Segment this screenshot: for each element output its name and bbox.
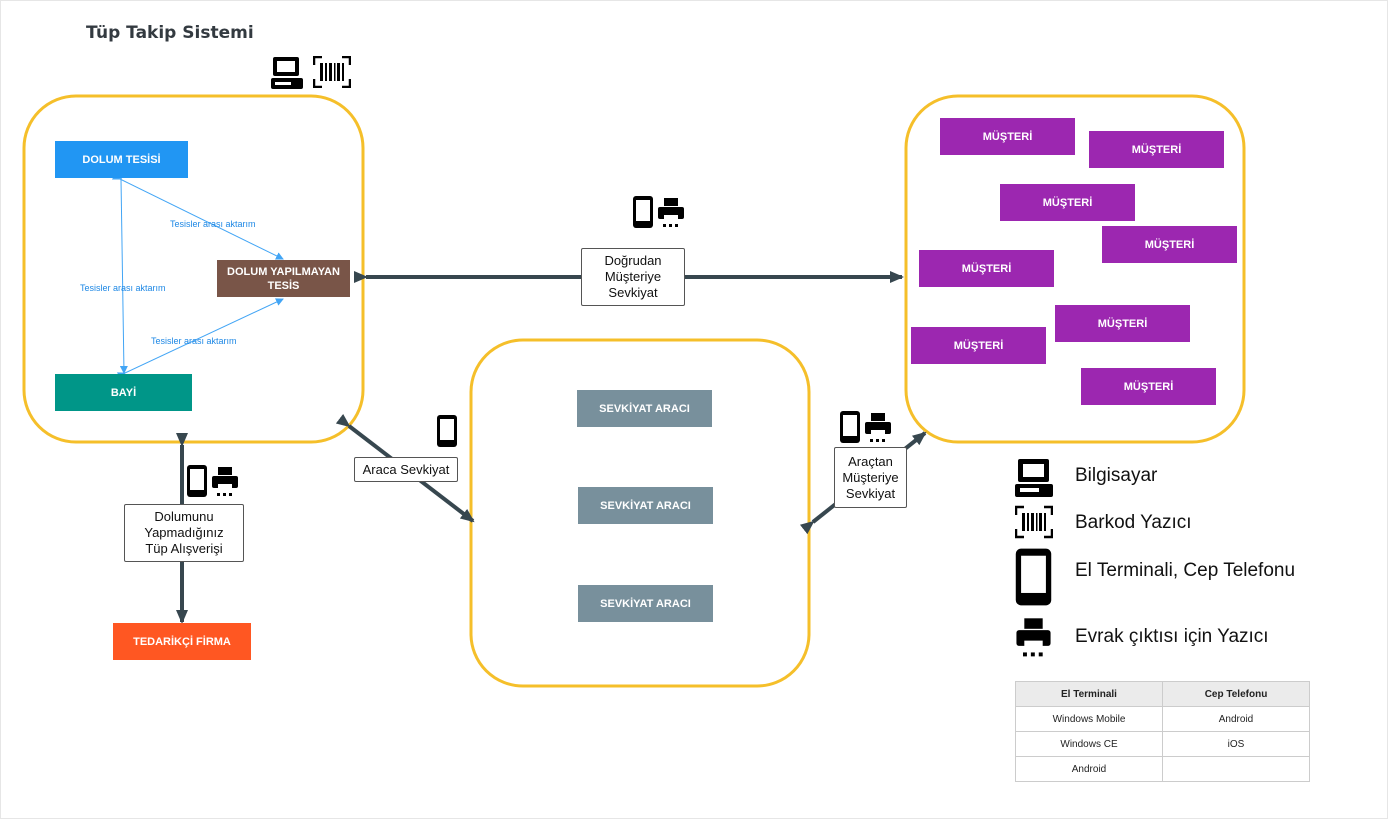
node-musteri[interactable]: MÜŞTERİ	[1000, 184, 1135, 221]
table-row: Android	[1015, 756, 1310, 782]
table-header: El Terminali	[1015, 681, 1163, 707]
table-header: Cep Telefonu	[1162, 681, 1310, 707]
legend-terminal-label: El Terminali, Cep Telefonu	[1075, 560, 1296, 581]
printer-icon	[212, 467, 238, 496]
node-bayi[interactable]: BAYİ	[55, 374, 192, 411]
customer-group	[904, 94, 1246, 444]
legend-printer-label: Evrak çıktısı için Yazıcı	[1075, 626, 1269, 647]
table-row: Windows Mobile Android	[1015, 706, 1310, 732]
node-musteri[interactable]: MÜŞTERİ	[1102, 226, 1237, 263]
transfer-arrow-3	[116, 298, 284, 380]
transfer-arrow-2	[116, 171, 128, 374]
computer-icon	[1015, 459, 1053, 497]
page-title: Tüp Takip Sistemi	[86, 23, 254, 43]
table-cell: iOS	[1162, 731, 1310, 757]
phone-icon	[437, 415, 457, 447]
transfer-label: Tesisler arası aktarım	[151, 336, 237, 346]
table-cell: Android	[1162, 706, 1310, 732]
barcode-icon	[1015, 505, 1053, 539]
computer-icon	[271, 57, 303, 89]
node-musteri[interactable]: MÜŞTERİ	[1089, 131, 1224, 168]
phone-icon	[1015, 548, 1052, 606]
node-musteri[interactable]: MÜŞTERİ	[1055, 305, 1190, 342]
table-cell	[1162, 756, 1310, 782]
transfer-arrow-1	[111, 172, 284, 260]
phone-icon	[633, 196, 653, 228]
node-sevkiyat-araci[interactable]: SEVKİYAT ARACI	[577, 390, 712, 427]
node-musteri[interactable]: MÜŞTERİ	[919, 250, 1054, 287]
node-sevkiyat-araci[interactable]: SEVKİYAT ARACI	[578, 487, 713, 524]
device-table: El Terminali Cep Telefonu Windows Mobile…	[1015, 681, 1310, 782]
transfer-label: Tesisler arası aktarım	[80, 283, 166, 293]
node-musteri[interactable]: MÜŞTERİ	[940, 118, 1075, 155]
node-dolum-yapilmayan-tesis[interactable]: DOLUM YAPILMAYAN TESİS	[217, 260, 350, 297]
vehicle-to-customer-label: Araçtan Müşteriye Sevkiyat	[834, 447, 907, 508]
printer-icon	[658, 198, 684, 227]
node-musteri[interactable]: MÜŞTERİ	[911, 327, 1046, 364]
to-vehicle-label: Araca Sevkiyat	[354, 457, 458, 482]
node-musteri[interactable]: MÜŞTERİ	[1081, 368, 1216, 405]
facility-group	[22, 94, 365, 444]
printer-icon	[865, 413, 891, 442]
legend-computer-label: Bilgisayar	[1075, 465, 1158, 486]
node-dolum-tesisi[interactable]: DOLUM TESİSİ	[55, 141, 188, 178]
legend-barcode-label: Barkod Yazıcı	[1075, 512, 1192, 533]
node-sevkiyat-araci[interactable]: SEVKİYAT ARACI	[578, 585, 713, 622]
printer-icon	[1016, 618, 1051, 657]
node-tedarikci-firma[interactable]: TEDARİKÇİ FİRMA	[113, 623, 251, 660]
barcode-icon	[313, 56, 351, 88]
supplier-purchase-label: Dolumunu Yapmadığınız Tüp Alışverişi	[124, 504, 244, 562]
table-row: Windows CE iOS	[1015, 731, 1310, 757]
table-cell: Windows Mobile	[1015, 706, 1163, 732]
phone-icon	[187, 465, 207, 497]
table-header-row: El Terminali Cep Telefonu	[1015, 681, 1310, 707]
direct-shipment-label: Doğrudan Müşteriye Sevkiyat	[581, 248, 685, 306]
table-cell: Android	[1015, 756, 1163, 782]
transfer-label: Tesisler arası aktarım	[170, 219, 256, 229]
phone-icon	[840, 411, 860, 443]
table-cell: Windows CE	[1015, 731, 1163, 757]
